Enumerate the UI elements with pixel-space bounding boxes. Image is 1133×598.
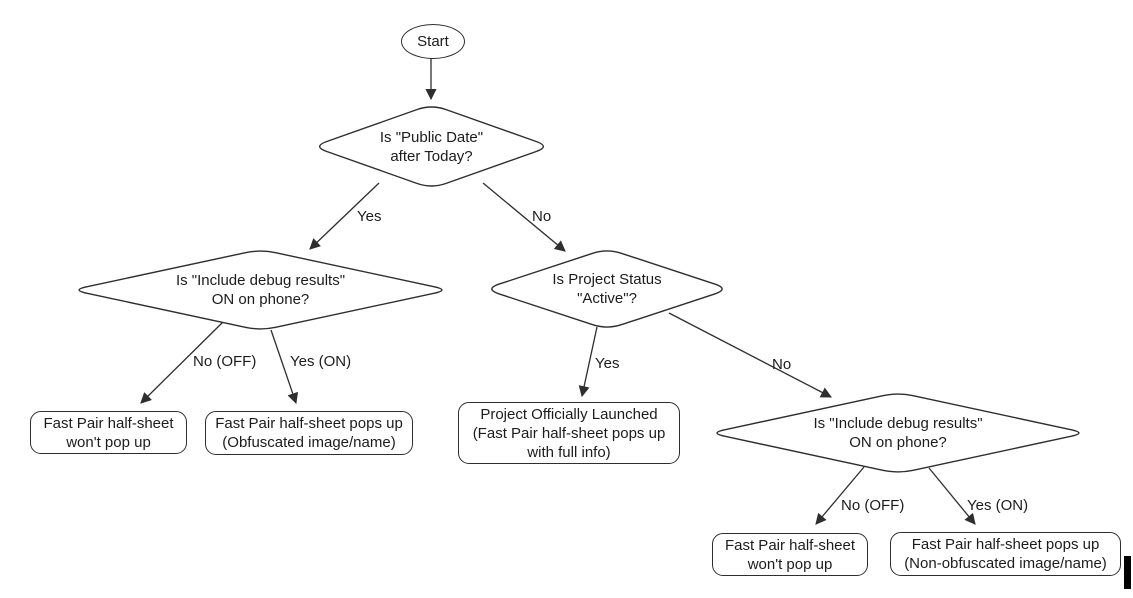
node-debug-right-decision: Is "Include debug results" ON on phone? xyxy=(708,391,1088,475)
edge-label-no-off-right: No (OFF) xyxy=(841,497,905,514)
node-no-popup-left-label: Fast Pair half-sheet won't pop up xyxy=(43,414,174,451)
edge-debug-left-yes-on xyxy=(270,329,299,405)
node-project-status-label: Is Project Status "Active"? xyxy=(552,271,662,307)
diamond-shape xyxy=(491,250,723,328)
node-start-label: Start xyxy=(417,33,449,50)
edge-debug-right-no-off xyxy=(815,466,865,525)
edge-status-yes xyxy=(578,326,598,398)
node-obfuscated: Fast Pair half-sheet pops up (Obfuscated… xyxy=(205,411,413,455)
edge-status-no xyxy=(668,312,832,398)
node-launched: Project Officially Launched (Fast Pair h… xyxy=(458,402,680,464)
edge-public-date-no xyxy=(482,182,566,252)
node-no-popup-right: Fast Pair half-sheet won't pop up xyxy=(712,533,868,576)
node-start: Start xyxy=(401,24,465,59)
diamond-shape xyxy=(78,250,443,330)
node-debug-right-label: Is "Include debug results" ON on phone? xyxy=(813,415,983,451)
node-launched-label: Project Officially Launched (Fast Pair h… xyxy=(472,405,666,461)
edge-debug-left-no-off xyxy=(140,321,224,404)
diamond-shape xyxy=(716,393,1080,473)
node-public-date-label: Is "Public Date" after Today? xyxy=(379,128,484,165)
node-obfuscated-label: Fast Pair half-sheet pops up (Obfuscated… xyxy=(215,415,403,451)
diamond-shape xyxy=(318,106,545,187)
edge-label-yes-on-left: Yes (ON) xyxy=(290,353,352,370)
node-project-status-decision: Is Project Status "Active"? xyxy=(483,247,731,331)
edge-label-yes-on-right: Yes (ON) xyxy=(967,497,1029,514)
edge-public-date-yes xyxy=(309,182,380,250)
node-debug-left-label: Is "Include debug results" ON on phone? xyxy=(175,272,346,308)
edge-label-no-off-left: No (OFF) xyxy=(193,353,257,370)
edge-debug-right-yes-on xyxy=(928,467,976,525)
node-public-date-decision: Is "Public Date" after Today? xyxy=(311,103,552,190)
node-non-obfuscated: Fast Pair half-sheet pops up (Non-obfusc… xyxy=(890,532,1121,576)
node-no-popup-right-label: Fast Pair half-sheet won't pop up xyxy=(724,536,856,573)
edge-label-no-status: No xyxy=(772,356,792,373)
node-no-popup-left: Fast Pair half-sheet won't pop up xyxy=(30,411,187,454)
edge-label-yes-status: Yes xyxy=(595,355,620,372)
node-non-obfuscated-label: Fast Pair half-sheet pops up (Non-obfusc… xyxy=(904,536,1107,572)
edge-label-yes-top: Yes xyxy=(357,208,382,225)
node-debug-left-decision: Is "Include debug results" ON on phone? xyxy=(70,248,451,332)
text-cursor-artifact xyxy=(1124,556,1131,589)
edge-label-no-top: No xyxy=(532,208,552,225)
